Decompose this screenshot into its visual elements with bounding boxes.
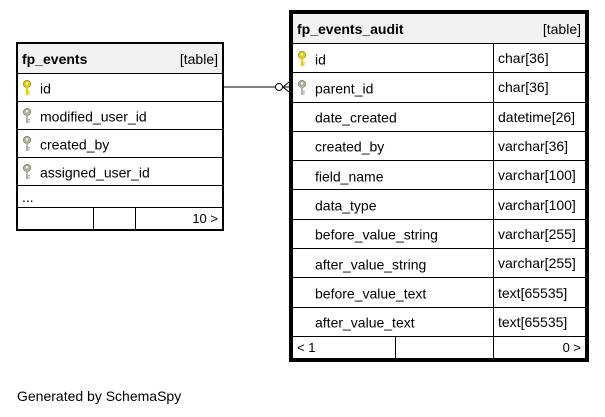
generated-by-credit: Generated by SchemaSpy <box>17 388 182 404</box>
column-row[interactable]: id <box>17 73 223 102</box>
column-row[interactable]: date_created datetime[26] <box>292 101 586 132</box>
column-name: before_value_text <box>315 285 427 302</box>
column-row[interactable]: before_value_string varchar[255] <box>292 218 586 250</box>
column-row[interactable]: created_by varchar[36] <box>292 130 586 162</box>
column-type: text[65535] <box>493 277 586 308</box>
column-name: assigned_user_id <box>40 164 150 181</box>
column-type: char[36] <box>493 42 586 74</box>
foreign-key-icon <box>298 80 306 96</box>
footer-right-link[interactable]: 0 > <box>493 335 586 359</box>
footer-middle <box>93 207 136 230</box>
column-name: after_value_string <box>315 255 427 272</box>
column-type: varchar[100] <box>493 189 586 220</box>
column-name: parent_id <box>315 80 374 97</box>
foreign-key-icon <box>23 108 31 124</box>
column-row[interactable]: data_type varchar[100] <box>292 189 586 220</box>
column-row[interactable]: before_value_text text[65535] <box>292 277 586 308</box>
column-row[interactable]: created_by <box>17 129 223 158</box>
column-row[interactable]: field_name varchar[100] <box>292 160 586 191</box>
table-footer: 10 > <box>17 207 223 230</box>
column-name: id <box>40 80 51 97</box>
more-columns-text: ... <box>17 185 223 208</box>
column-row[interactable]: modified_user_id <box>17 101 223 130</box>
table-name: fp_events <box>22 50 88 67</box>
column-row[interactable]: after_value_string varchar[255] <box>292 248 586 279</box>
column-row[interactable]: parent_id char[36] <box>292 72 586 103</box>
column-row[interactable]: after_value_text text[65535] <box>292 306 586 337</box>
column-name: created_by <box>40 136 110 153</box>
primary-key-icon <box>298 50 306 66</box>
foreign-key-icon <box>23 164 31 180</box>
table-footer: < 1 0 > <box>292 335 586 359</box>
footer-left <box>17 207 94 230</box>
foreign-key-icon <box>23 136 31 152</box>
column-type: char[36] <box>493 72 586 103</box>
column-name: id <box>315 50 326 67</box>
table-name: fp_events_audit <box>297 20 404 37</box>
column-name: field_name <box>315 167 384 184</box>
footer-right-link[interactable]: 10 > <box>135 207 223 230</box>
column-type: varchar[255] <box>493 218 586 250</box>
column-name: modified_user_id <box>40 108 147 125</box>
table-kind: [table] <box>542 20 581 37</box>
table-header: fp_events_audit [table] <box>292 13 586 44</box>
primary-key-icon <box>23 80 31 96</box>
column-row[interactable]: id char[36] <box>292 42 586 74</box>
column-name: data_type <box>315 197 377 214</box>
column-type: varchar[100] <box>493 160 586 191</box>
table-header: fp_events [table] <box>17 43 223 74</box>
column-name: before_value_string <box>315 226 438 243</box>
column-type: varchar[36] <box>493 130 586 162</box>
column-type: varchar[255] <box>493 248 586 279</box>
column-name: created_by <box>315 138 385 155</box>
column-name: after_value_text <box>315 314 415 331</box>
footer-left-link[interactable]: < 1 <box>292 335 396 359</box>
column-name: date_created <box>315 109 397 126</box>
footer-middle <box>395 335 494 359</box>
column-type: text[65535] <box>493 306 586 337</box>
column-row[interactable]: assigned_user_id <box>17 157 223 186</box>
more-columns-row: ... <box>17 185 223 208</box>
table-kind: [table] <box>179 50 218 67</box>
column-type: datetime[26] <box>493 101 586 132</box>
